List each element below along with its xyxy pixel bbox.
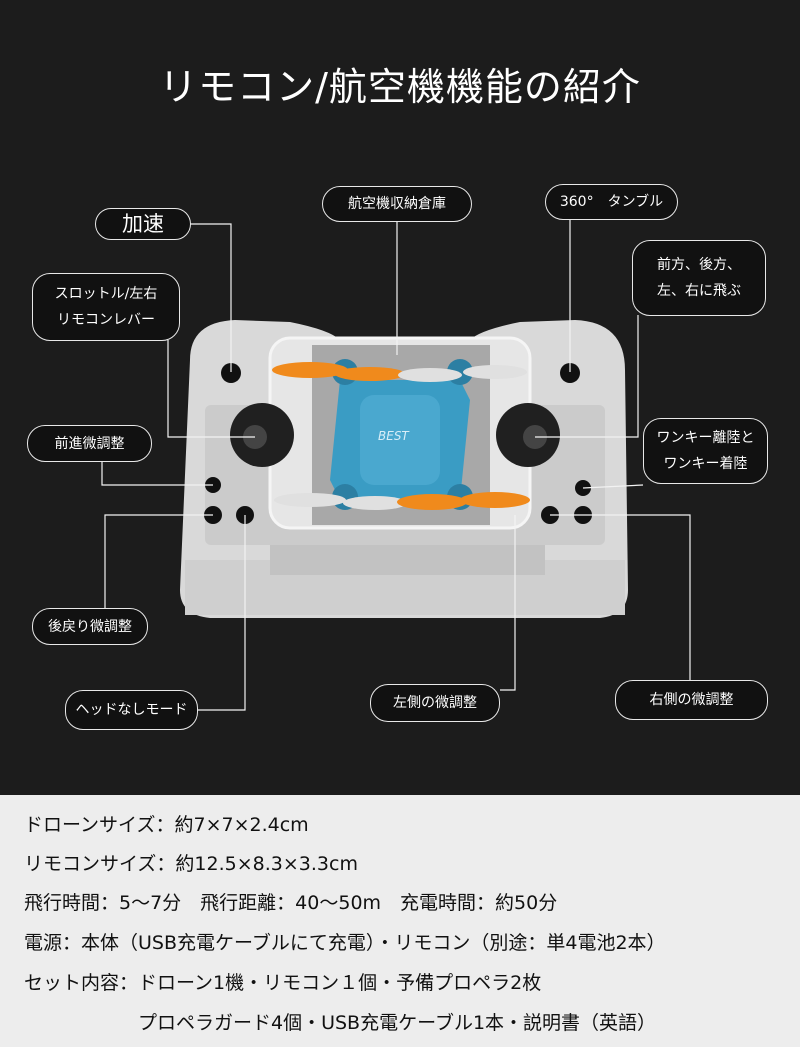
label-text: 左、右に飛ぶ [657, 283, 741, 299]
spec-power: 電源：本体（USB充電ケーブルにて充電）・リモコン（別途：単4電池2本） [24, 932, 666, 954]
label-onekey: ワンキー離陸とワンキー着陸 [643, 418, 768, 484]
remote-illustration: BEST [101, 220, 691, 711]
label-text: ヘッドなしモード [75, 702, 188, 718]
spec-contents-cont: プロペラガード4個・USB充電ケーブル1本・説明書（英語） [24, 1012, 657, 1034]
label-storage: 航空機収納倉庫 [322, 186, 472, 222]
label-text: ワンキー着陸 [663, 456, 748, 472]
spec-flight: 飛行時間：5〜7分 飛行距離：40〜50m 充電時間：約50分 [24, 892, 558, 914]
label-throttle: スロットル/左右リモコンレバー [32, 273, 180, 341]
label-text: 右側の微調整 [649, 692, 734, 708]
spec-panel [0, 795, 800, 1047]
label-text: 加速 [122, 212, 164, 236]
label-text: 航空機収納倉庫 [348, 196, 446, 212]
drone-logo: BEST [378, 429, 410, 443]
label-backward-trim: 後戻り微調整 [32, 608, 148, 645]
label-text: 360° タンブル [559, 194, 664, 210]
label-text: 左側の微調整 [393, 695, 477, 711]
label-text: スロットル/左右 [54, 286, 158, 302]
label-left-trim: 左側の微調整 [370, 684, 500, 722]
spec-contents: セット内容：ドローン1機・リモコン１個・予備プロペラ2枚 [24, 972, 542, 994]
label-forward-trim: 前進微調整 [27, 425, 152, 462]
spec-drone-size: ドローンサイズ：約7×7×2.4cm [24, 814, 309, 836]
label-text: 後戻り微調整 [48, 618, 132, 635]
page-title: リモコン/航空機機能の紹介 [159, 65, 641, 109]
spec-remote-size: リモコンサイズ：約12.5×8.3×3.3cm [24, 853, 358, 875]
label-text: 前方、後方、 [657, 257, 741, 273]
label-text: リモコンレバー [57, 312, 155, 328]
label-text: ワンキー離陸と [656, 430, 755, 446]
label-tumble: 360° タンブル [545, 184, 678, 220]
drone: BEST [272, 359, 530, 510]
connector-lines [101, 220, 691, 711]
label-headless-mode: ヘッドなしモード [65, 690, 198, 730]
label-direction: 前方、後方、左、右に飛ぶ [632, 240, 766, 316]
label-right-trim: 右側の微調整 [615, 680, 768, 720]
label-text: 前進微調整 [54, 435, 125, 452]
label-accelerate: 加速 [95, 208, 191, 240]
